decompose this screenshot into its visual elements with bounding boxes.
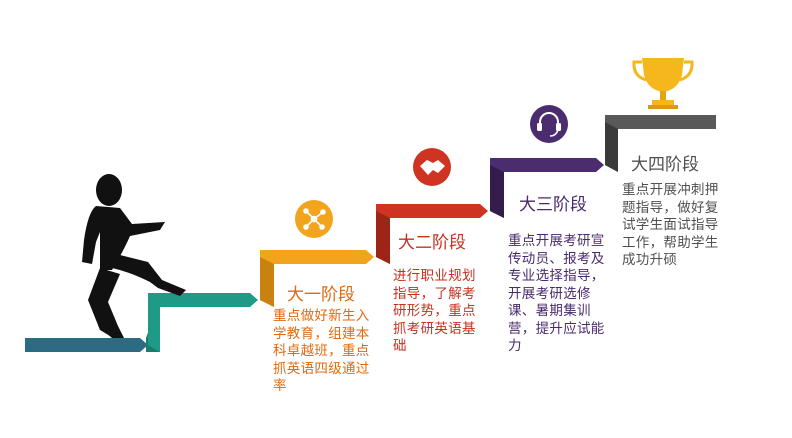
step-2-fold (260, 257, 274, 307)
share-network-icon (295, 200, 333, 238)
stage-1-title: 大一阶段 (287, 285, 355, 305)
stage-4-title: 大四阶段 (631, 155, 699, 175)
step-4-fold (490, 165, 504, 218)
step-5-fold (605, 122, 618, 172)
step-3-fold (376, 211, 390, 264)
headset-icon (530, 105, 568, 143)
climbing-person-silhouette (82, 174, 186, 338)
stage-2-description: 进行职业规划 指导，了解考 研形势，重点 抓考研英语基 础 (393, 268, 476, 354)
base-step (25, 338, 148, 352)
handshake-icon (413, 148, 451, 186)
stage-1-description: 重点做好新生入 学教育，组建本 科卓越班，重点 抓英语四级通过 率 (273, 308, 370, 394)
trophy-icon (632, 58, 694, 109)
step-1 (148, 293, 258, 352)
stage-2-title: 大二阶段 (398, 233, 466, 253)
stage-3-description: 重点开展考研宣 传动员、报考及 专业选择指导， 开展考研选修 课、暑期集训 营，… (508, 233, 605, 354)
stage-3-title: 大三阶段 (519, 195, 587, 215)
stage-4-description: 重点开展冲刺押 题指导，做好复 试学生面试指导 工作，帮助学生 成功升硕 (622, 182, 719, 268)
